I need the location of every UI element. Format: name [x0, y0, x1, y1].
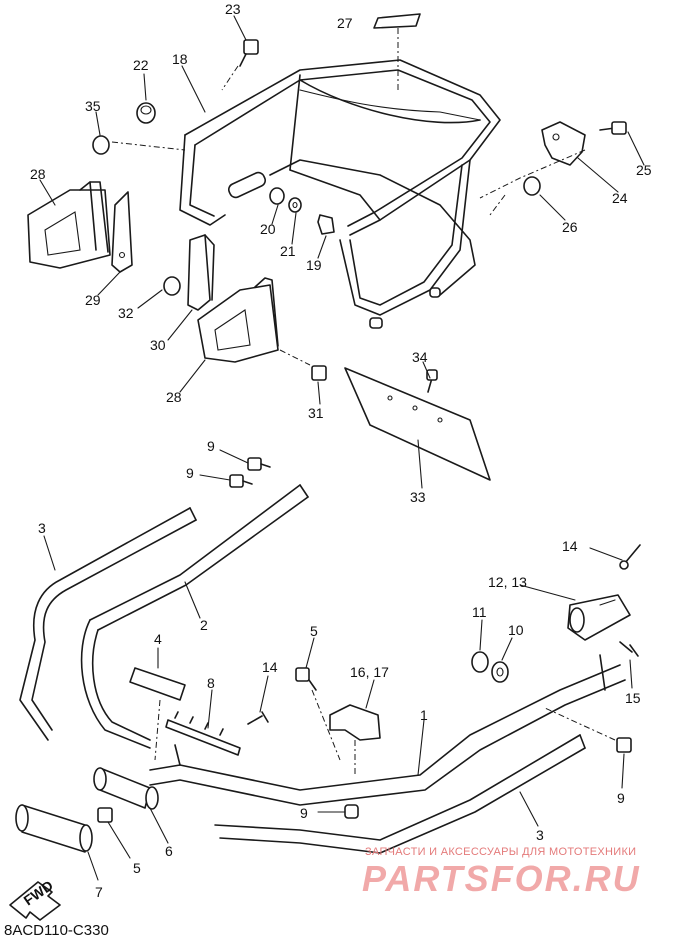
- callout-8: 8: [207, 675, 215, 691]
- light-unit-12-13: [567, 594, 631, 641]
- rivet-14-left: [247, 711, 269, 725]
- callout-21: 21: [280, 243, 296, 259]
- collar-22: [136, 102, 156, 124]
- callout-24: 24: [612, 190, 628, 206]
- callout-30: 30: [150, 337, 166, 353]
- callout-5-upper: 5: [310, 623, 318, 639]
- bolt-31: [311, 365, 327, 381]
- bolt-9-bottom: [344, 804, 359, 819]
- bracket-24: [479, 121, 627, 216]
- side-plate-28-left: [27, 181, 111, 269]
- callout-16-17: 16, 17: [350, 664, 389, 680]
- callout-26: 26: [562, 219, 578, 235]
- collar-26: [523, 176, 541, 196]
- bumper-trim-3-right: [214, 734, 586, 854]
- callout-20: 20: [260, 221, 276, 237]
- callout-9-a: 9: [207, 438, 215, 454]
- washer-10: [491, 661, 509, 683]
- plate-4: [129, 667, 186, 761]
- side-bar-2: [80, 484, 309, 749]
- callout-35: 35: [85, 98, 101, 114]
- callout-9-bottom: 9: [300, 805, 308, 821]
- collar-35: [92, 135, 186, 155]
- callout-6: 6: [165, 843, 173, 859]
- callout-29: 29: [85, 292, 101, 308]
- callout-14-right: 14: [562, 538, 578, 554]
- collar-32: [163, 276, 181, 296]
- callout-14-left: 14: [262, 659, 278, 675]
- clip-8: [165, 711, 241, 756]
- callout-32: 32: [118, 305, 134, 321]
- side-plate-28-right: [197, 277, 311, 366]
- callout-3-left: 3: [38, 520, 46, 536]
- fwd-arrow-icon: FWD: [9, 877, 61, 921]
- callout-4: 4: [154, 631, 162, 647]
- bracket-16-17: [329, 704, 381, 775]
- callout-12-13: 12, 13: [488, 574, 527, 590]
- bolt-15: [619, 641, 639, 657]
- callout-31: 31: [308, 405, 324, 421]
- callout-18: 18: [172, 51, 188, 67]
- callout-33: 33: [410, 489, 426, 505]
- bolt-5-upper: [295, 667, 341, 761]
- watermark-logo: PARTSFOR.RU: [362, 858, 641, 899]
- callout-23: 23: [225, 1, 241, 17]
- grab-bar-1: [149, 654, 626, 806]
- callout-15: 15: [625, 690, 641, 706]
- bracket-30: [187, 234, 215, 311]
- figure-code: 8ACD110-C330: [4, 922, 109, 939]
- bracket-29: [111, 191, 133, 273]
- callout-labels: 23 27 22 18 35 25 24 26 28 20 21 19 29 3…: [30, 1, 652, 900]
- callout-5-lower: 5: [133, 860, 141, 876]
- grip-6: [93, 767, 159, 810]
- callout-28-top: 28: [30, 166, 46, 182]
- callout-9-b: 9: [186, 465, 194, 481]
- bolt-23: [221, 39, 259, 91]
- label-plate-27: [373, 13, 421, 92]
- bolt-5-lower: [97, 807, 113, 823]
- callout-2: 2: [200, 617, 208, 633]
- rack-frame-18: [179, 59, 501, 329]
- rivet-14-right: [619, 544, 641, 570]
- callout-1: 1: [420, 707, 428, 723]
- mud-flap-33: [344, 367, 491, 481]
- callout-7: 7: [95, 884, 103, 900]
- callout-27: 27: [337, 15, 353, 31]
- callout-9-right: 9: [617, 790, 625, 806]
- bumper-trim-3-left: [19, 507, 197, 741]
- callout-28-bottom: 28: [166, 389, 182, 405]
- callout-34: 34: [412, 349, 428, 365]
- callout-19: 19: [306, 257, 322, 273]
- watermark-subtitle: ЗАПЧАСТИ И АКСЕССУАРЫ ДЛЯ МОТОТЕХНИКИ: [365, 846, 637, 858]
- end-cap-7: [15, 804, 93, 853]
- fasteners-19-21: [269, 187, 335, 235]
- bolt-9-right: [544, 707, 632, 753]
- callout-10: 10: [508, 622, 524, 638]
- callout-11: 11: [472, 604, 487, 620]
- callout-25: 25: [636, 162, 652, 178]
- bolts-9-top: [229, 457, 271, 488]
- leader-lines: [39, 15, 645, 881]
- callout-3-right: 3: [536, 827, 544, 843]
- collar-11: [471, 651, 489, 673]
- callout-22: 22: [133, 57, 149, 73]
